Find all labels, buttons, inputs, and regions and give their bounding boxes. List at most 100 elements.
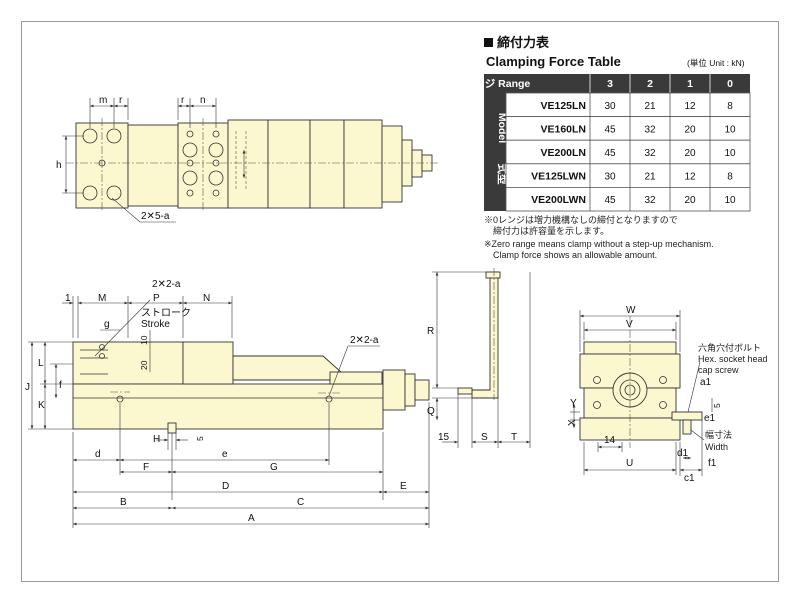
bolt-en-1: Hex. socket head [698, 354, 768, 364]
model-name: VE160LN [540, 123, 586, 135]
side-view: 1 M P N 2✕2-a g ストローク Stroke 10 20 2✕2-a… [25, 279, 430, 528]
dim-n: n [200, 95, 206, 106]
model-name: VE125LWN [531, 171, 586, 183]
drawing-frame [21, 21, 779, 582]
model-name: VE200LN [540, 147, 586, 159]
dim-J: J [25, 382, 30, 393]
bolt-en-2: cap screw [698, 365, 739, 375]
dim-10: 10 [139, 335, 149, 345]
range-header: 0 [727, 78, 733, 90]
dim-f1: f1 [708, 458, 717, 469]
dim-X: X [567, 419, 578, 426]
side-moving-jaw [182, 341, 234, 385]
table-header-label: レンジ Range [464, 78, 531, 90]
dim-Q: Q [427, 406, 435, 417]
force-value: 10 [724, 124, 736, 135]
side-fixed-jaw [72, 341, 184, 385]
dim-B: B [120, 497, 127, 508]
range-header: 1 [687, 78, 693, 90]
range-header: 2 [647, 78, 653, 90]
dim-M: M [98, 293, 106, 304]
side-body [72, 383, 384, 430]
dim-c1: c1 [684, 473, 695, 484]
dim-E: E [400, 481, 407, 492]
table-unit: (単位 Unit : kN) [687, 58, 745, 68]
model-name: VE200LWN [531, 194, 586, 206]
top-view: m r r n h 2✕5-a [56, 95, 440, 223]
note-jp-1: ※0レンジは増力機構なしの締付となりますので [484, 214, 678, 225]
width-en: Width [705, 442, 728, 452]
dim-U: U [626, 458, 633, 469]
dim-W: W [626, 305, 636, 316]
bolt-jp: 六角穴付ボルト [698, 342, 761, 353]
dim-r: r [119, 95, 123, 106]
dim-H: H [153, 434, 160, 445]
dim-A: A [248, 513, 255, 524]
force-value: 45 [604, 148, 616, 159]
note-en-1: ※Zero range means clamp without a step-u… [484, 239, 714, 249]
force-value: 20 [684, 148, 696, 159]
force-value: 10 [724, 148, 736, 159]
note-jp-2: 締付力は許容量を示します。 [493, 225, 609, 236]
force-value: 10 [724, 195, 736, 206]
model-name: VE125LN [540, 100, 586, 112]
dim-K: K [38, 400, 45, 411]
clamping-force-table: 締付力表 Clamping Force Table (単位 Unit : kN)… [464, 35, 751, 260]
dim-d: d [95, 449, 101, 460]
dim-d1: d1 [677, 448, 689, 459]
dim-R: R [427, 326, 434, 337]
dim-T: T [511, 432, 517, 443]
dim-m: m [99, 95, 107, 106]
dim-14: 14 [604, 435, 616, 446]
dim-r: r [181, 95, 185, 106]
force-value: 8 [727, 101, 733, 112]
table-side-label-en: Model [496, 113, 508, 143]
force-value: 30 [604, 101, 616, 112]
force-value: 20 [684, 195, 696, 206]
force-value: 8 [727, 172, 733, 183]
dim-5: 5 [195, 436, 205, 441]
dim-1: 1 [65, 293, 71, 304]
force-value: 45 [604, 124, 616, 135]
dim-P: P [153, 293, 160, 304]
force-value: 32 [644, 124, 656, 135]
dim-20: 20 [139, 360, 149, 370]
force-value: 21 [644, 101, 656, 112]
note-en-2: Clamp force shows an allowable amount. [493, 250, 657, 260]
holes-label: 2✕5-a [141, 211, 170, 222]
dim-L: L [38, 358, 44, 369]
dim-N: N [203, 293, 210, 304]
label-2x2a-top: 2✕2-a [152, 279, 181, 290]
dim-C: C [297, 497, 304, 508]
dim-S: S [481, 432, 488, 443]
dim-g: g [104, 319, 110, 330]
table-title-jp: 締付力表 [497, 35, 550, 50]
dim-e1: e1 [704, 413, 716, 424]
dim-Y: Y [570, 398, 577, 409]
force-value: 21 [644, 172, 656, 183]
table-title-en: Clamping Force Table [486, 54, 621, 69]
dim-G: G [270, 462, 278, 473]
dim-a1: a1 [700, 377, 712, 388]
dim-e: e [222, 449, 228, 460]
force-value: 32 [644, 195, 656, 206]
range-header: 3 [607, 78, 613, 90]
force-value: 45 [604, 195, 616, 206]
stroke-jp: ストローク [141, 307, 191, 319]
force-value: 32 [644, 148, 656, 159]
handle-view: R Q 15 S T [427, 268, 531, 448]
stroke-en: Stroke [141, 319, 170, 330]
dim-5-right: 5 [712, 403, 722, 408]
width-jp: 幅寸法 [705, 429, 732, 440]
table-row [505, 186, 751, 212]
dim-15: 15 [438, 432, 450, 443]
label-2x2a-right: 2✕2-a [350, 335, 379, 346]
dim-F: F [143, 462, 149, 473]
dim-h: h [56, 160, 62, 171]
dim-V: V [626, 319, 633, 330]
force-value: 12 [684, 172, 696, 183]
dim-f: f [59, 380, 62, 391]
force-value: 12 [684, 101, 696, 112]
force-value: 30 [604, 172, 616, 183]
